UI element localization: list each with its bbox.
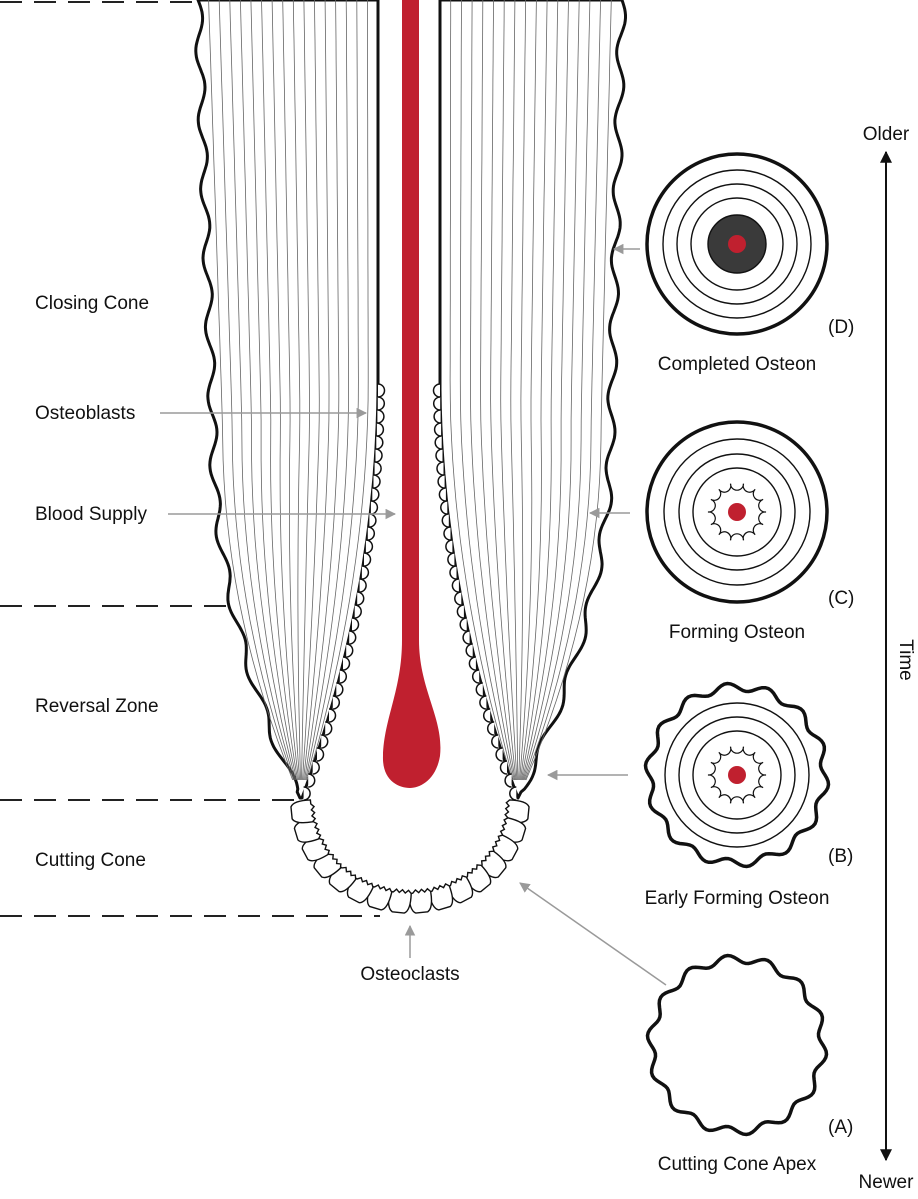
stage-b-letter: (B) (828, 846, 853, 867)
stage-b-name: Early Forming Osteon (645, 888, 830, 909)
stage-c-cross-section (645, 420, 829, 604)
osteoclast (408, 887, 433, 914)
stage-d-name: Completed Osteon (658, 354, 816, 375)
reversal-zone-label: Reversal Zone (35, 696, 159, 717)
zone-dividers (0, 1, 380, 917)
cutting-cone-label: Cutting Cone (35, 850, 146, 871)
blood-vessel (382, 0, 441, 788)
osteoblast-lining-right (432, 383, 517, 801)
osteoclast-ring (290, 799, 530, 914)
osteoclast (427, 882, 454, 911)
closing-cone-label: Closing Cone (35, 293, 149, 314)
stage-c-name: Forming Osteon (669, 622, 805, 643)
time-axis-top-label: Older (863, 124, 910, 145)
stage-d-letter: (D) (828, 317, 854, 338)
osteoclast (446, 874, 474, 904)
stage-a-letter: (A) (828, 1117, 853, 1138)
stage-a-cross-section (645, 953, 829, 1137)
bone-wall-left (194, 0, 380, 800)
time-axis-bottom-label: Newer (859, 1172, 915, 1193)
stage-d-cross-section (645, 152, 829, 336)
stage-a-pointer (519, 882, 667, 986)
bone-wall-right (438, 0, 627, 800)
stage-c-letter: (C) (828, 588, 854, 609)
osteoblasts-label: Osteoblasts (35, 403, 135, 424)
osteoclasts-label: Osteoclasts (360, 964, 459, 985)
time-axis-label: Time (895, 639, 916, 681)
stage-b-cross-section (643, 681, 831, 869)
stage-a-name: Cutting Cone Apex (658, 1154, 817, 1175)
osteoclast (387, 888, 412, 914)
osteoblast-lining-left (303, 383, 386, 801)
blood-supply-label: Blood Supply (35, 504, 147, 525)
osteoclast (290, 799, 317, 824)
